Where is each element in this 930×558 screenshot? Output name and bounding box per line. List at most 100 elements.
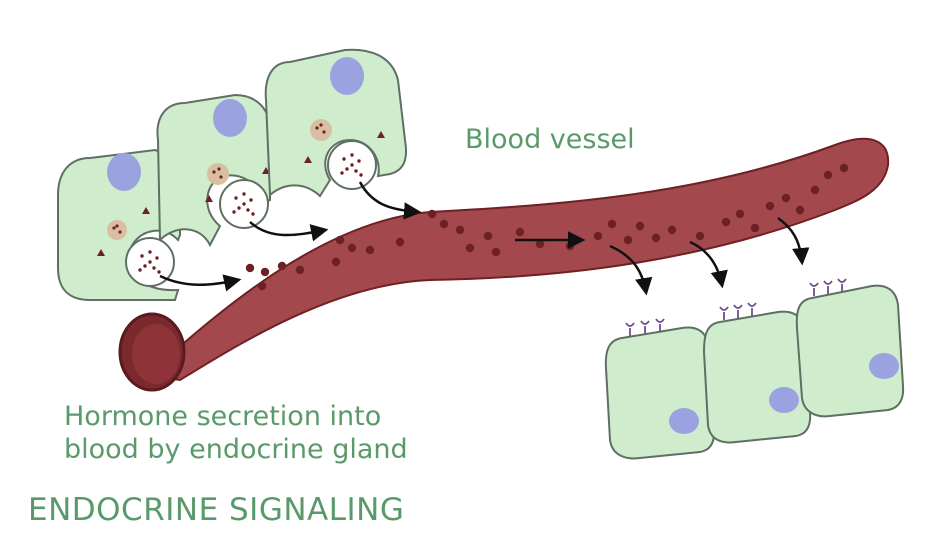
- hormone-molecule: [695, 231, 705, 241]
- vesicle: [207, 163, 229, 185]
- blood-vessel-label: Blood vessel: [465, 124, 635, 155]
- hormone-molecule: [359, 173, 363, 177]
- hormone-molecule: [781, 193, 791, 203]
- target-cell-1: [604, 326, 716, 460]
- hormone-molecule: [155, 256, 159, 260]
- receptor: [625, 322, 635, 336]
- hormone-molecule: [242, 202, 246, 206]
- hormone-molecule: [350, 153, 354, 157]
- receptor: [733, 304, 743, 318]
- hormone-molecule: [148, 260, 152, 264]
- hormone-molecule: [515, 227, 525, 237]
- hormone-molecule: [246, 208, 250, 212]
- secretion-caption-line-1: Hormone secretion into: [64, 401, 382, 432]
- hormone-molecule: [232, 210, 236, 214]
- hormone-molecule: [667, 225, 677, 235]
- hormone-molecule: [277, 261, 287, 271]
- hormone-molecule: [251, 212, 255, 216]
- blood-vessel-lumen: [132, 324, 180, 384]
- hormone-molecule: [483, 231, 493, 241]
- receptor: [640, 320, 650, 334]
- hormone-molecule: [623, 235, 633, 245]
- hormone-molecule: [439, 219, 449, 229]
- secretion-arrows: [159, 181, 810, 296]
- gland-cell-2: [156, 93, 272, 248]
- hormone-molecule: [395, 237, 405, 247]
- hormone-molecule: [140, 254, 144, 258]
- arrow-3: [358, 181, 422, 220]
- hormone-molecule: [242, 192, 246, 196]
- hormone-molecule: [249, 198, 253, 202]
- secretion-caption-line-2: blood by endocrine gland: [64, 434, 408, 465]
- hormone-molecule: [795, 205, 805, 215]
- hormone-molecule: [735, 209, 745, 219]
- hormone-molecule: [810, 185, 820, 195]
- hormone-molecule: [593, 231, 603, 241]
- hormone-molecule: [635, 221, 645, 231]
- hormone-molecule: [750, 223, 760, 233]
- hormone-receptors: [625, 278, 847, 336]
- hormone-molecule: [245, 263, 255, 273]
- endocrine-gland: [57, 48, 408, 301]
- hormone-molecule: [565, 241, 575, 251]
- hormone-molecule: [347, 243, 357, 253]
- hormone-molecule: [455, 225, 465, 235]
- hormone-molecule: [350, 163, 354, 167]
- hormone-molecule: [237, 206, 241, 210]
- hormone-molecule: [651, 233, 661, 243]
- arrow-2: [249, 221, 329, 242]
- hormone-molecule: [345, 167, 349, 171]
- hormone-molecule: [427, 209, 437, 219]
- receptor: [747, 302, 757, 316]
- hormone-molecule: [295, 265, 305, 275]
- hormone-molecule: [765, 201, 775, 211]
- hormone-molecule: [148, 250, 152, 254]
- receptor: [823, 280, 833, 294]
- gland-cell-1: [57, 148, 181, 301]
- hormone-molecule: [331, 257, 341, 267]
- nucleus: [869, 353, 899, 379]
- hormone-molecule: [357, 159, 361, 163]
- nucleus: [769, 387, 799, 413]
- gland-cell-3: [264, 48, 408, 198]
- hormone-molecules-in-pockets: [138, 153, 363, 274]
- arrow-6: [689, 240, 728, 289]
- diagram-title: ENDOCRINE SIGNALING: [28, 492, 405, 528]
- arrow-7: [777, 216, 810, 266]
- hormone-molecule: [491, 247, 501, 257]
- hormone-molecule: [257, 281, 267, 291]
- hormone-molecule: [234, 196, 238, 200]
- receptor: [655, 318, 665, 332]
- receptor: [719, 306, 729, 320]
- hormone-molecule: [342, 157, 346, 161]
- nucleus: [669, 408, 699, 434]
- hormone-molecule: [721, 217, 731, 227]
- hormone-molecule: [365, 245, 375, 255]
- hormone-molecule: [143, 264, 147, 268]
- hormone-molecule: [465, 243, 475, 253]
- receptor: [837, 278, 847, 292]
- hormone-molecule: [839, 163, 849, 173]
- receptor: [809, 282, 819, 296]
- target-cells: [604, 278, 905, 460]
- vesicle: [310, 119, 332, 141]
- hormone-molecule: [354, 169, 358, 173]
- secretion-caption: Hormone secretion into blood by endocrin…: [64, 400, 408, 466]
- hormone-molecule: [260, 267, 270, 277]
- blood-vessel: [118, 137, 890, 392]
- arrow-5: [609, 244, 653, 296]
- hormone-molecule: [335, 235, 345, 245]
- hormone-molecule: [157, 270, 161, 274]
- hormone-molecule: [535, 239, 545, 249]
- target-cell-3: [795, 284, 905, 418]
- hormone-molecule: [152, 266, 156, 270]
- hormone-molecule: [823, 170, 833, 180]
- vesicle: [107, 220, 127, 240]
- nucleus: [330, 57, 364, 95]
- arrow-1: [159, 274, 242, 292]
- hormone-molecule: [138, 268, 142, 272]
- hormone-molecule: [340, 171, 344, 175]
- hormone-molecule: [607, 219, 617, 229]
